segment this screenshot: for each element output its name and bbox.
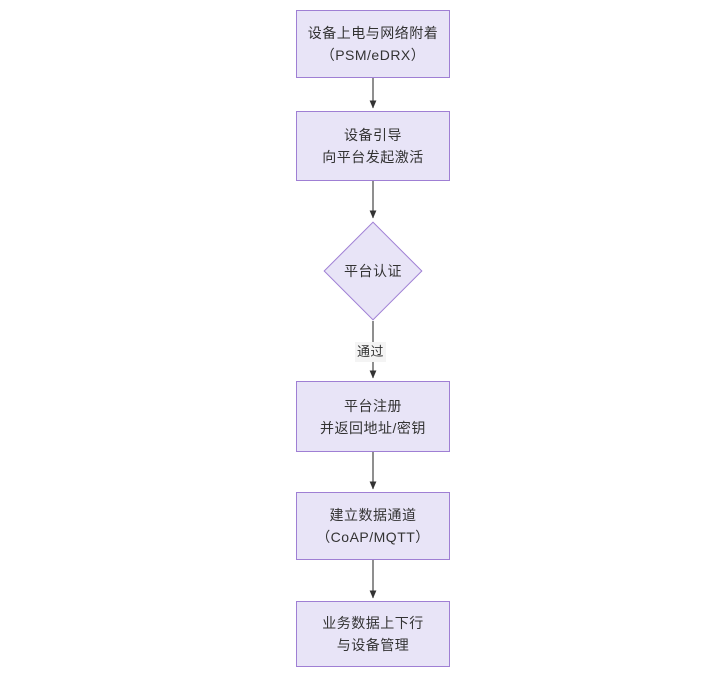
- node-data-channel[interactable]: 建立数据通道 （CoAP/MQTT）: [296, 492, 450, 560]
- node-device-bootstrap-label: 设备引导 向平台发起激活: [322, 127, 424, 165]
- node-data-channel-label: 建立数据通道 （CoAP/MQTT）: [316, 507, 430, 545]
- node-platform-auth[interactable]: 平台认证: [323, 221, 423, 321]
- node-business-data[interactable]: 业务数据上下行 与设备管理: [296, 601, 450, 667]
- node-platform-register-label: 平台注册 并返回地址/密钥: [320, 397, 426, 436]
- node-business-data-label: 业务数据上下行 与设备管理: [322, 615, 424, 653]
- node-power-on-label: 设备上电与网络附着 （PSM/eDRX）: [307, 25, 439, 63]
- node-power-on[interactable]: 设备上电与网络附着 （PSM/eDRX）: [296, 10, 450, 78]
- edge-label-pass: 通过: [355, 342, 387, 362]
- node-platform-auth-label: 平台认证: [344, 263, 402, 279]
- node-platform-register[interactable]: 平台注册 并返回地址/密钥: [296, 381, 450, 452]
- node-device-bootstrap[interactable]: 设备引导 向平台发起激活: [296, 111, 450, 181]
